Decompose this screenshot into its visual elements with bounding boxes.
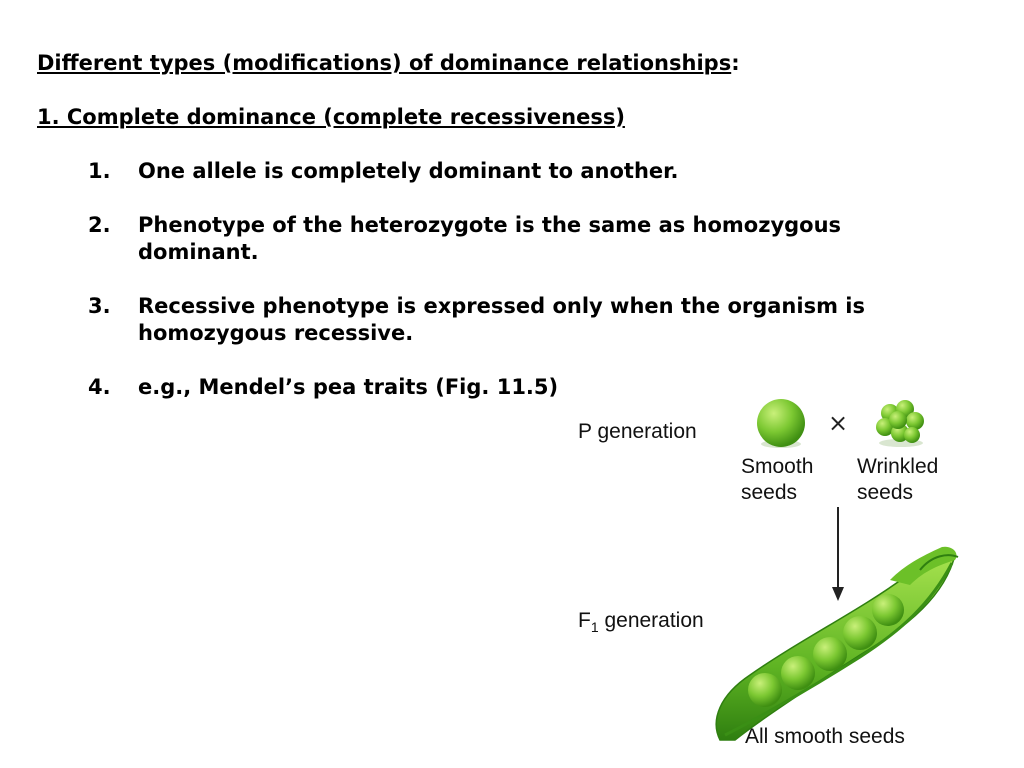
down-arrow-icon <box>832 507 844 601</box>
cross-symbol: × <box>828 409 849 437</box>
wrinkled-seeds-line2: seeds <box>857 481 914 504</box>
smooth-seeds-label: Smooth seeds <box>741 454 813 506</box>
result-label: All smooth seeds <box>745 725 905 748</box>
list-item-number: 4. <box>88 375 111 399</box>
wrinkled-seeds-line1: Wrinkled <box>857 455 939 478</box>
wrinkled-pea-icon <box>876 400 924 447</box>
pea-figure-art <box>715 399 959 741</box>
smooth-pea-icon <box>757 399 805 448</box>
list-item-number: 2. <box>88 213 111 237</box>
p-generation-label: P generation <box>578 420 697 443</box>
list-item-text: e.g., Mendel’s pea traits (Fig. 11.5) <box>138 375 559 399</box>
f1-subscript: 1 <box>590 619 599 636</box>
pea-cross-figure: × P generation Smooth seeds Wrinkled see… <box>560 395 980 760</box>
list-item-text: Phenotype of the heterozygote is the sam… <box>138 213 842 264</box>
wrinkled-seeds-label: Wrinkled seeds <box>857 454 938 506</box>
f1-suffix: generation <box>598 609 704 632</box>
section-heading: 1. Complete dominance (complete recessiv… <box>37 105 625 129</box>
list-item: 3. Recessive phenotype is expressed only… <box>88 293 948 347</box>
list-item-text: Recessive phenotype is expressed only wh… <box>138 294 865 345</box>
slide-title-colon: : <box>731 51 740 75</box>
pea-pod-icon <box>715 546 959 741</box>
smooth-seeds-line1: Smooth <box>741 455 814 478</box>
slide-title: Different types (modifications) of domin… <box>37 50 740 76</box>
list-item-number: 3. <box>88 294 111 318</box>
list-item: 2. Phenotype of the heterozygote is the … <box>88 212 948 266</box>
f1-generation-label: F1 generation <box>578 608 704 640</box>
list-item: 1. One allele is completely dominant to … <box>88 158 948 185</box>
f1-prefix: F <box>578 609 591 632</box>
bullet-list: 1. One allele is completely dominant to … <box>88 158 948 428</box>
list-item-number: 1. <box>88 159 111 183</box>
slide-title-text: Different types (modifications) of domin… <box>37 51 732 75</box>
list-item: 4. e.g., Mendel’s pea traits (Fig. 11.5) <box>88 374 948 401</box>
smooth-seeds-line2: seeds <box>741 481 798 504</box>
list-item-text: One allele is completely dominant to ano… <box>138 159 679 183</box>
